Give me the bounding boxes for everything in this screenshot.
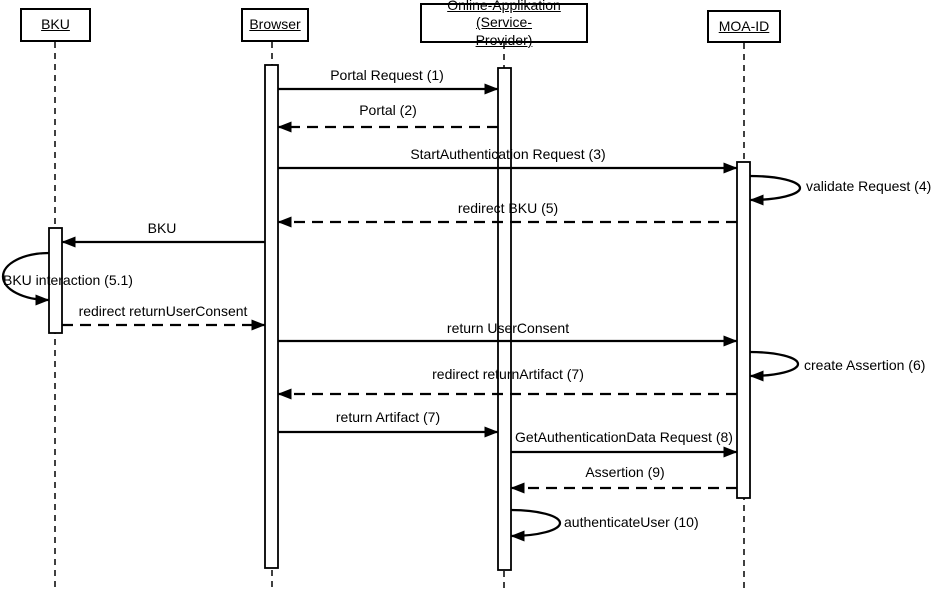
actor-box-moa-id: MOA-ID — [707, 10, 781, 43]
actor-label-bku: BKU — [41, 16, 70, 33]
actor-label-browser: Browser — [249, 16, 301, 33]
activation-bar-bku — [48, 227, 63, 334]
self-message-arc — [749, 174, 802, 206]
actor-box-online-applikation: Online-Applikation (Service- Provider) — [420, 0, 588, 48]
self-message-arc — [510, 508, 562, 542]
actor-label-online-applikation-line1: Online-Applikation (Service- — [447, 0, 561, 31]
self-message-arc — [749, 350, 800, 382]
actor-label-online-applikation-line2: Provider) — [475, 31, 533, 48]
actor-label-moa-id: MOA-ID — [718, 17, 770, 34]
activation-bar-moaid — [736, 161, 751, 499]
activation-bar-browser — [264, 64, 279, 569]
actor-box-browser: Browser — [241, 8, 309, 42]
self-message-arc — [1, 251, 50, 306]
activation-bar-oa — [497, 67, 512, 571]
actor-box-bku: BKU — [20, 8, 91, 42]
